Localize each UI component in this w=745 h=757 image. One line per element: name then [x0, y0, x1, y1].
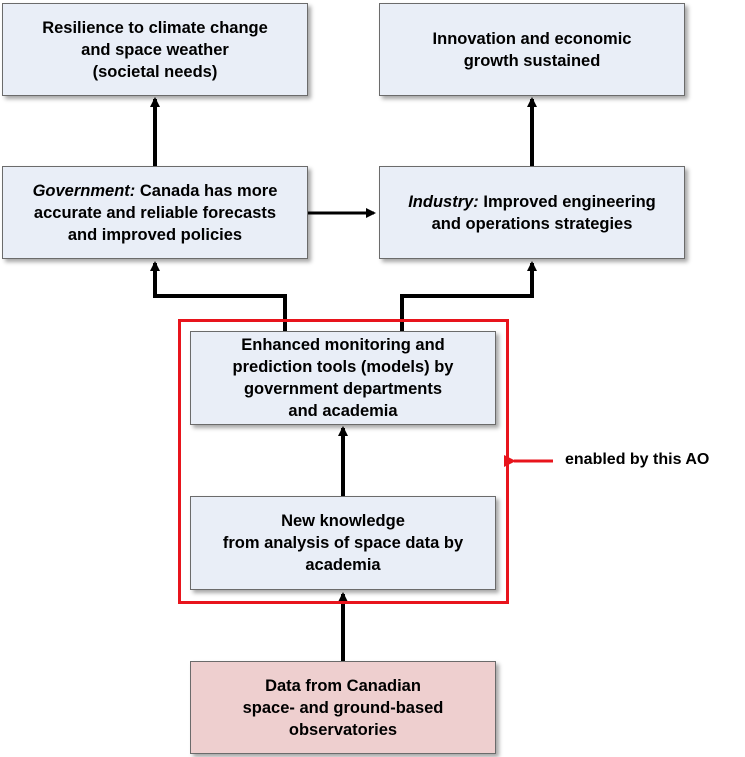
node-data-source-text: Data from Canadian space- and ground-bas…	[242, 676, 444, 739]
arrow-enhanced-to-industry	[400, 261, 537, 331]
node-innovation-text: Innovation and economic growth sustained	[432, 29, 632, 70]
annotation-label: enabled by this AO	[565, 451, 710, 468]
node-data-source: Data from Canadian space- and ground-bas…	[190, 661, 496, 754]
node-industry-lead: Industry:	[408, 192, 479, 211]
node-industry: Industry: Improved engineering and opera…	[379, 166, 685, 259]
node-new-knowledge: New knowledge from analysis of space dat…	[190, 496, 496, 590]
arrow-enhanced-to-government	[150, 261, 287, 331]
node-resilience: Resilience to climate change and space w…	[2, 3, 308, 96]
node-government: Government: Canada has more accurate and…	[2, 166, 308, 259]
highlight-frame	[178, 319, 509, 604]
node-new-knowledge-text: New knowledge from analysis of space dat…	[222, 512, 464, 574]
node-government-lead: Government:	[32, 181, 136, 200]
node-enhanced-tools-text: Enhanced monitoring and prediction tools…	[232, 336, 454, 420]
node-innovation: Innovation and economic growth sustained	[379, 3, 685, 96]
node-resilience-text: Resilience to climate change and space w…	[42, 18, 268, 81]
node-government-text: Canada has more accurate and reliable fo…	[33, 181, 278, 244]
node-enhanced-tools: Enhanced monitoring and prediction tools…	[190, 331, 496, 425]
node-industry-text: Improved engineering and operations stra…	[431, 192, 656, 233]
